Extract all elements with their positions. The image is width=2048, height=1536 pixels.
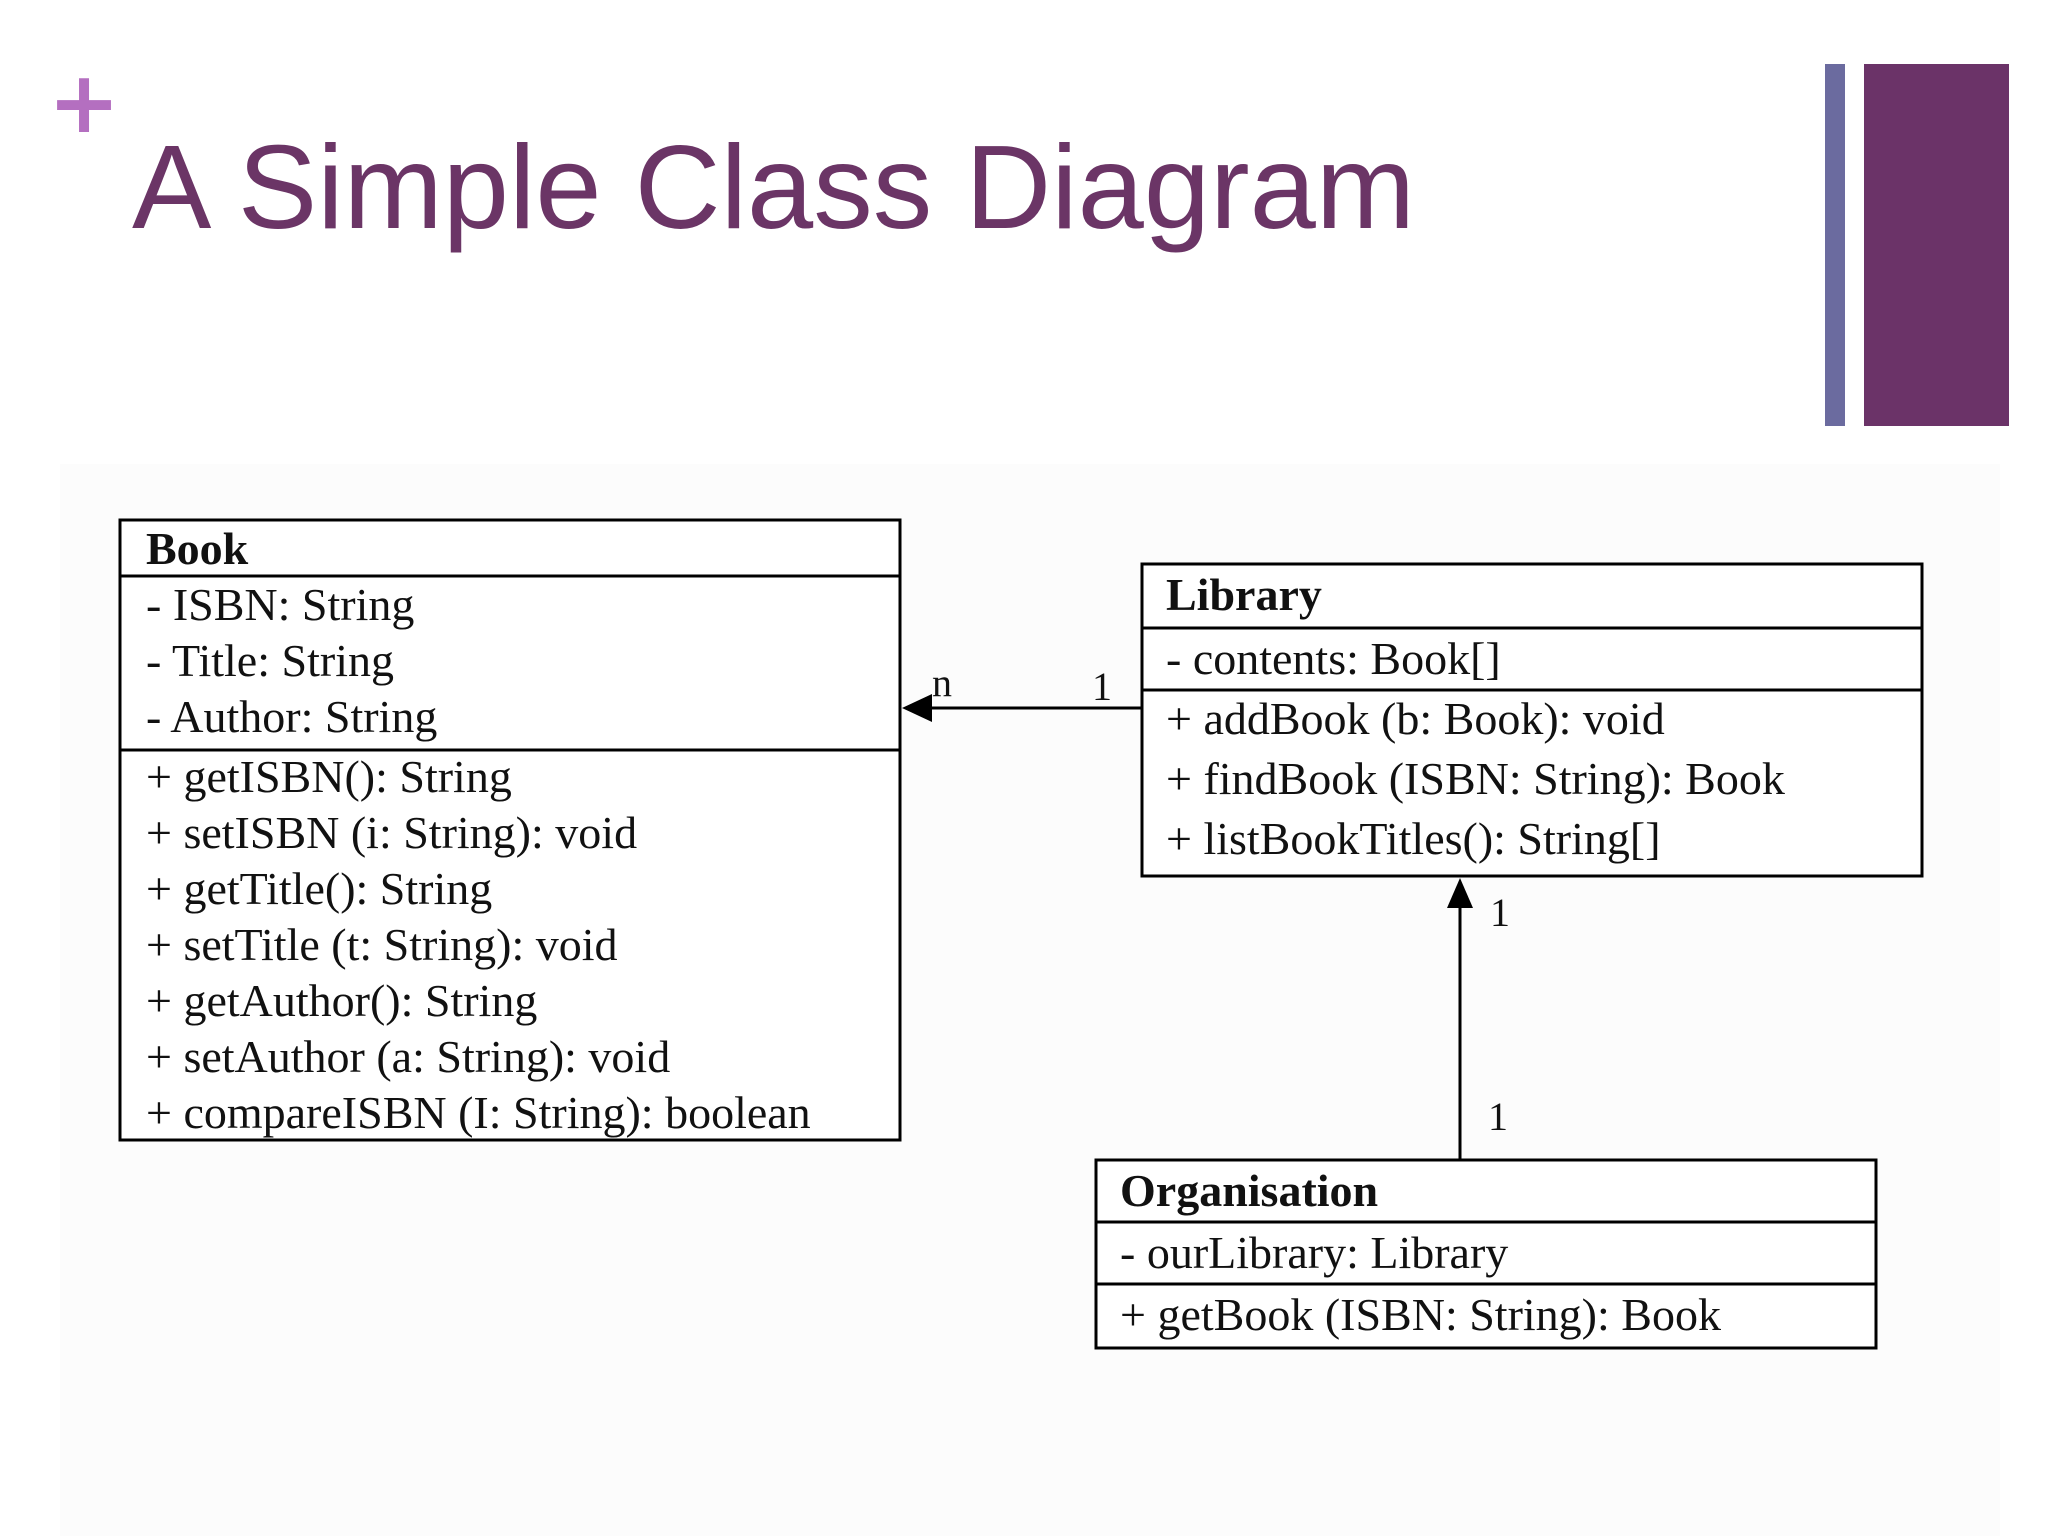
class-library-name: Library bbox=[1166, 569, 1322, 620]
class-book-name: Book bbox=[146, 523, 249, 574]
class-book-attribute: - ISBN: String bbox=[146, 579, 414, 630]
association-organisation-library-arrowhead bbox=[1447, 878, 1473, 908]
title-plus-mark: + bbox=[48, 53, 121, 153]
class-book-operation: + setTitle (t: String): void bbox=[146, 919, 618, 970]
class-library-operation: + addBook (b: Book): void bbox=[1166, 693, 1665, 744]
class-organisation: Organisation - ourLibrary: Library + get… bbox=[1094, 1158, 1878, 1350]
class-organisation-attribute: - ourLibrary: Library bbox=[1120, 1227, 1508, 1278]
class-book-box bbox=[118, 518, 902, 1142]
class-book-attribute: - Title: String bbox=[146, 635, 394, 686]
class-library-operation: + findBook (ISBN: String): Book bbox=[1166, 753, 1785, 804]
class-diagram-figure: Book - ISBN: String - Title: String - Au… bbox=[60, 464, 2000, 1536]
class-organisation-name: Organisation bbox=[1120, 1165, 1378, 1216]
class-book-operation: + compareISBN (I: String): boolean bbox=[146, 1087, 811, 1138]
class-library-box bbox=[1140, 562, 1924, 878]
class-book-operation: + getAuthor(): String bbox=[146, 975, 537, 1026]
association-library-book: n 1 bbox=[902, 660, 1142, 722]
class-book-operation: + getISBN(): String bbox=[146, 751, 512, 802]
class-diagram-svg: Book - ISBN: String - Title: String - Au… bbox=[118, 518, 1924, 1350]
multiplicity-near-organisation: 1 bbox=[1488, 1094, 1508, 1139]
accent-bar-thin bbox=[1825, 64, 1845, 426]
slide-title: A Simple Class Diagram bbox=[132, 121, 1415, 254]
class-library-attribute: - contents: Book[] bbox=[1166, 633, 1501, 684]
class-book-operation: + setISBN (i: String): void bbox=[146, 807, 637, 858]
class-book-operation: + setAuthor (a: String): void bbox=[146, 1031, 670, 1082]
class-book: Book - ISBN: String - Title: String - Au… bbox=[118, 518, 902, 1142]
class-library: Library - contents: Book[] + addBook (b:… bbox=[1140, 562, 1924, 878]
accent-bar-thick bbox=[1864, 64, 2009, 426]
class-book-operation: + getTitle(): String bbox=[146, 863, 492, 914]
class-book-attribute: - Author: String bbox=[146, 691, 437, 742]
multiplicity-near-book: n bbox=[932, 660, 952, 705]
class-organisation-operation: + getBook (ISBN: String): Book bbox=[1120, 1289, 1721, 1340]
class-library-operation: + listBookTitles(): String[] bbox=[1166, 813, 1661, 864]
association-organisation-library: 1 1 bbox=[1447, 878, 1510, 1160]
association-library-book-arrowhead bbox=[902, 694, 932, 722]
multiplicity-near-library: 1 bbox=[1490, 890, 1510, 935]
multiplicity-near-library: 1 bbox=[1092, 664, 1112, 709]
class-organisation-box bbox=[1094, 1158, 1878, 1350]
